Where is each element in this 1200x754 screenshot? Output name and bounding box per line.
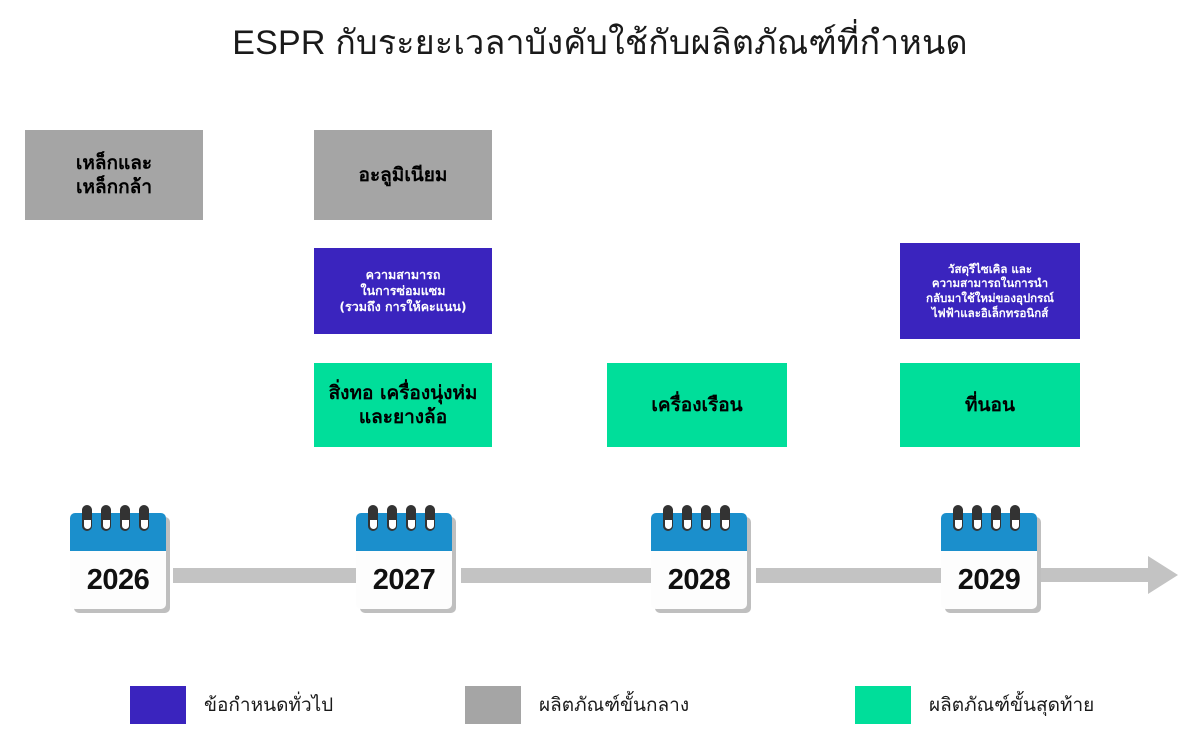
category-box-textiles[interactable]: สิ่งทอ เครื่องนุ่งห่ม และยางล้อ (314, 363, 492, 447)
calendar-ring-icon (425, 505, 435, 531)
calendar-year-2027: 2027 (372, 563, 436, 596)
timeline-segment-2027-2028 (461, 568, 656, 583)
calendar-body: 2029 (941, 505, 1037, 609)
calendar-ring-icon (972, 505, 982, 531)
legend-label-general: ข้อกำหนดทั่วไป (204, 694, 334, 716)
calendar-body: 2028 (651, 505, 747, 609)
calendar-ring-icon (701, 505, 711, 531)
calendar-marker-2027[interactable]: 2027 (356, 505, 456, 613)
category-box-furniture[interactable]: เครื่องเรือน (607, 363, 787, 447)
legend-item-general[interactable]: ข้อกำหนดทั่วไป (130, 686, 333, 724)
legend-swatch-intermediate (465, 686, 521, 724)
timeline-arrow-icon (1040, 556, 1178, 594)
legend-label-final: ผลิตภัณฑ์ขั้นสุดท้าย (929, 694, 1095, 716)
category-box-repairability[interactable]: ความสามารถ ในการซ่อมแซม (รวมถึง การให้คะ… (314, 248, 492, 334)
calendar-marker-2026[interactable]: 2026 (70, 505, 170, 613)
category-label-textiles: สิ่งทอ เครื่องนุ่งห่ม และยางล้อ (328, 381, 478, 428)
category-label-furniture: เครื่องเรือน (651, 393, 743, 416)
calendar-ring-icon (682, 505, 692, 531)
calendar-ring-icon (1010, 505, 1020, 531)
calendar-year-2028: 2028 (667, 563, 731, 596)
category-box-steel[interactable]: เหล็กและ เหล็กกล้า (25, 130, 203, 220)
calendar-ring-icon (953, 505, 963, 531)
category-label-repairability: ความสามารถ ในการซ่อมแซม (รวมถึง การให้คะ… (339, 267, 467, 314)
page-title: ESPR กับระยะเวลาบังคับใช้กับผลิตภัณฑ์ที่… (232, 24, 968, 62)
legend-swatch-final (855, 686, 911, 724)
calendar-marker-2029[interactable]: 2029 (941, 505, 1041, 613)
calendar-marker-2028[interactable]: 2028 (651, 505, 751, 613)
calendar-ring-icon (663, 505, 673, 531)
calendar-ring-icon (101, 505, 111, 531)
legend-item-intermediate[interactable]: ผลิตภัณฑ์ขั้นกลาง (465, 686, 689, 724)
category-label-recycled-eee: วัสดุรีไซเคิล และ ความสามารถในการนำ กลับ… (926, 261, 1054, 320)
calendar-year-2029: 2029 (957, 563, 1021, 596)
calendar-ring-icon (139, 505, 149, 531)
calendar-ring-icon (387, 505, 397, 531)
calendar-ring-icon (991, 505, 1001, 531)
category-label-aluminium: อะลูมิเนียม (358, 163, 448, 186)
category-box-aluminium[interactable]: อะลูมิเนียม (314, 130, 492, 220)
calendar-ring-icon (720, 505, 730, 531)
category-label-steel: เหล็กและ เหล็กกล้า (75, 151, 153, 198)
calendar-body: 2027 (356, 505, 452, 609)
category-label-mattress: ที่นอน (965, 393, 1015, 416)
legend-item-final[interactable]: ผลิตภัณฑ์ขั้นสุดท้าย (855, 686, 1094, 724)
category-box-recycled-eee[interactable]: วัสดุรีไซเคิล และ ความสามารถในการนำ กลับ… (900, 243, 1080, 339)
legend-swatch-general (130, 686, 186, 724)
timeline-segment-2026-2027 (173, 568, 361, 583)
calendar-ring-icon (82, 505, 92, 531)
calendar-ring-icon (368, 505, 378, 531)
category-box-mattress[interactable]: ที่นอน (900, 363, 1080, 447)
timeline-segment-2028-2029 (756, 568, 943, 583)
calendar-body: 2026 (70, 505, 166, 609)
calendar-year-2026: 2026 (86, 563, 150, 596)
legend-label-intermediate: ผลิตภัณฑ์ขั้นกลาง (539, 694, 690, 716)
calendar-ring-icon (406, 505, 416, 531)
calendar-ring-icon (120, 505, 130, 531)
